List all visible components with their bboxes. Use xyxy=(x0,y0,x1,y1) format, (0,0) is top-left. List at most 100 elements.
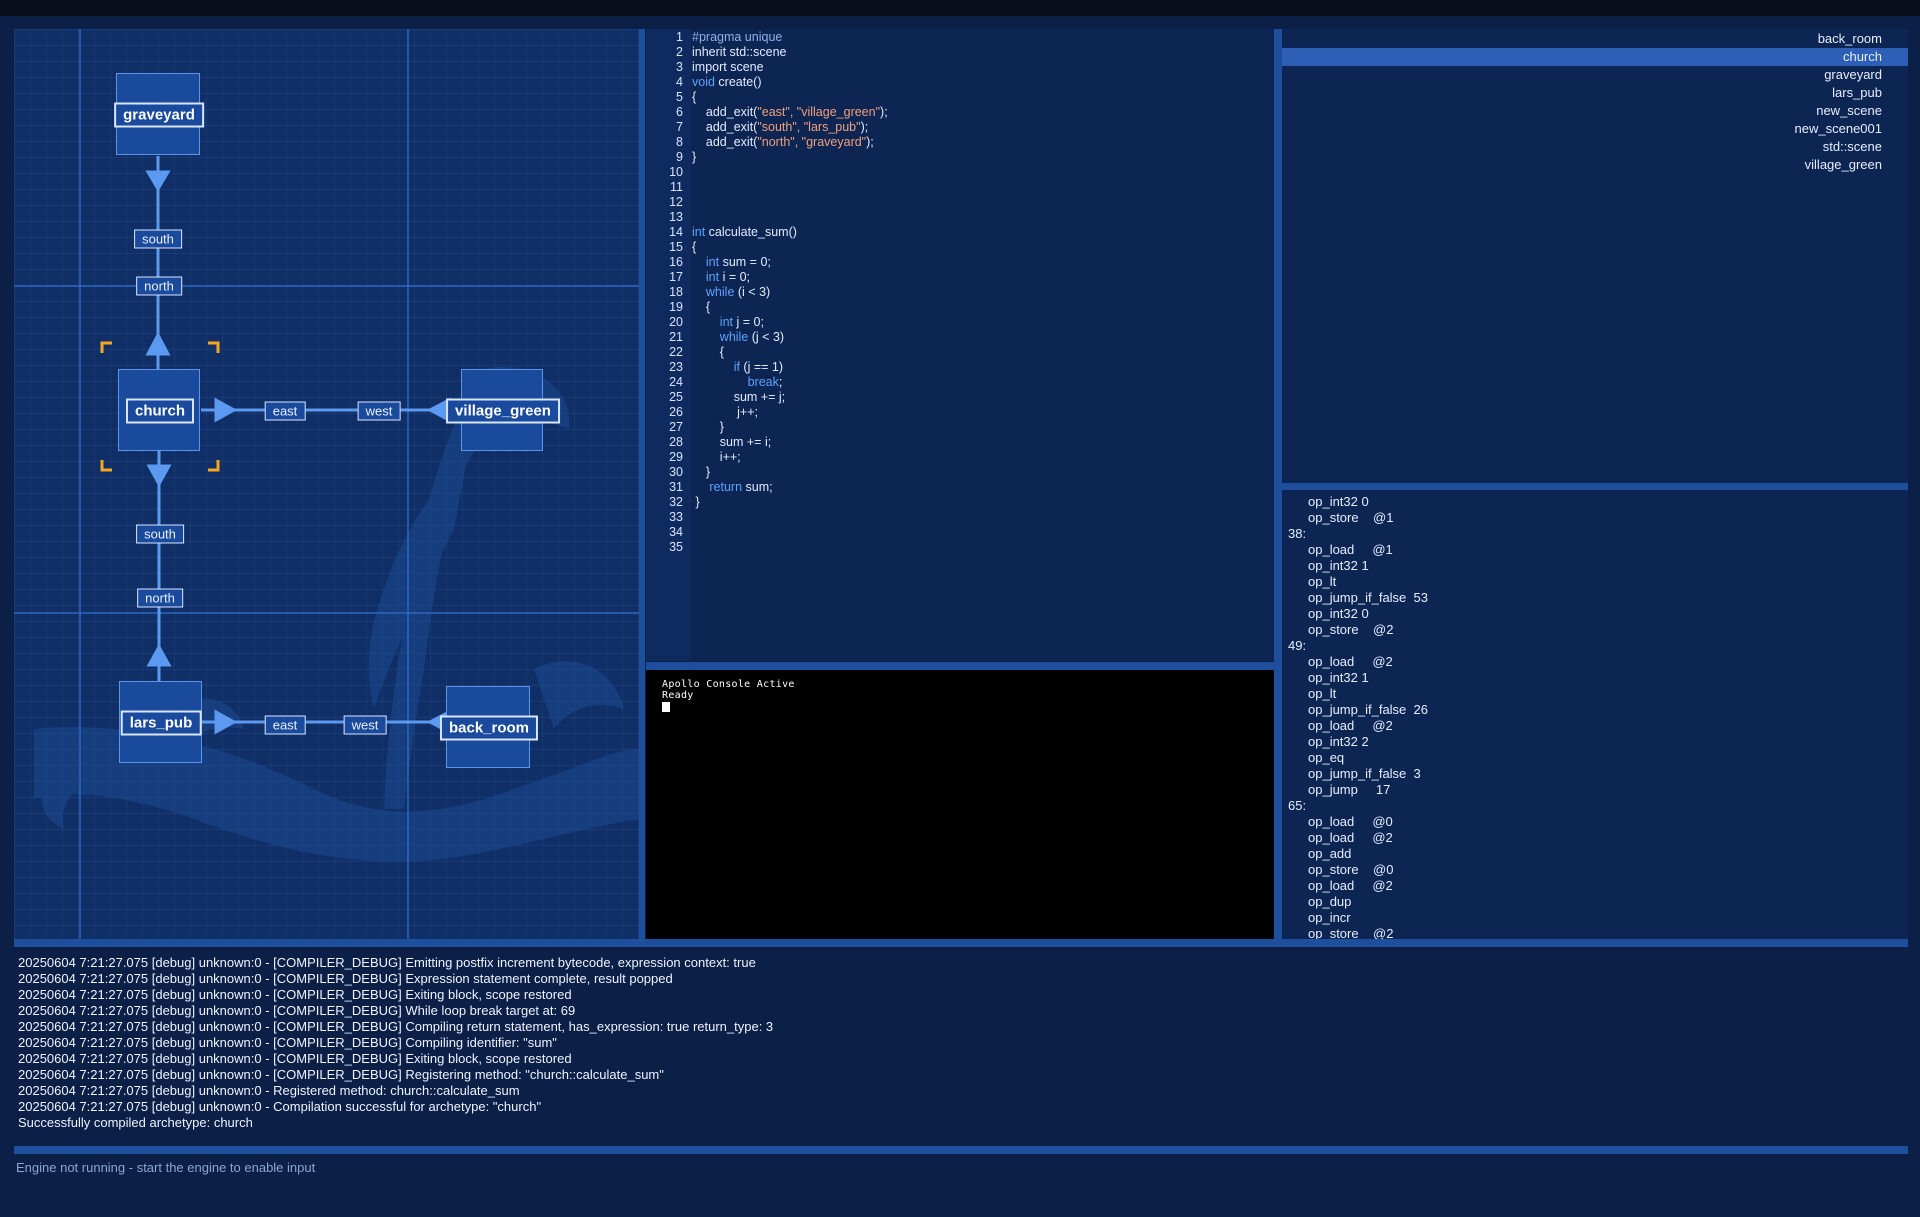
line-number: 15 xyxy=(669,240,683,254)
graph-grid-lines xyxy=(14,29,639,939)
code-token: { xyxy=(719,345,724,359)
line-number: 10 xyxy=(669,165,683,179)
code-token: ); xyxy=(866,135,874,149)
scene-node-village-green[interactable]: village_green xyxy=(446,369,560,451)
archetype-item-graveyard[interactable]: graveyard xyxy=(1824,67,1882,82)
archetype-item-lars-pub[interactable]: lars_pub xyxy=(1832,85,1882,100)
bytecode-instruction: op_eq xyxy=(1308,750,1345,765)
bytecode-instruction: op_dup xyxy=(1308,894,1352,909)
scene-node-lars-pub[interactable]: lars_pub xyxy=(119,681,202,763)
log-line: 20250604 7:21:27.075 [debug] unknown:0 -… xyxy=(18,1019,774,1034)
apollo-console[interactable]: Apollo Console Active Ready xyxy=(646,670,1274,940)
log-line: Successfully compiled archetype: church xyxy=(18,1115,253,1130)
node-label: back_room xyxy=(439,715,539,741)
splitter-horizontal-bottom[interactable] xyxy=(14,939,1908,947)
bytecode-instruction: op_store @2 xyxy=(1308,926,1394,939)
archetype-item-std-scene[interactable]: std::scene xyxy=(1822,139,1882,154)
code-line: { xyxy=(692,345,724,360)
line-number: 12 xyxy=(669,195,683,209)
console-line: Ready xyxy=(662,690,694,701)
log-line: 20250604 7:21:27.075 [debug] unknown:0 -… xyxy=(18,971,673,986)
code-token: i++; xyxy=(719,450,741,464)
code-indent xyxy=(692,270,706,284)
exit-label-north[interactable]: north xyxy=(136,276,182,296)
code-token: { xyxy=(705,300,711,314)
exit-label-west[interactable]: west xyxy=(357,401,401,421)
exit-label-west[interactable]: west xyxy=(343,715,387,735)
bytecode-instruction: op_load @2 xyxy=(1308,878,1393,893)
bytecode-instruction: op_store @2 xyxy=(1308,622,1394,637)
code-indent xyxy=(692,120,706,134)
node-label: graveyard xyxy=(114,102,204,128)
line-number: 3 xyxy=(676,60,683,74)
exit-label-north[interactable]: north xyxy=(137,588,183,608)
code-keyword: int xyxy=(719,315,733,329)
code-token: j++; xyxy=(737,405,759,419)
archetype-item-back-room[interactable]: back_room xyxy=(1817,31,1882,46)
archetype-item-new-scene001[interactable]: new_scene001 xyxy=(1794,121,1882,136)
bytecode-instruction: op_store @1 xyxy=(1308,510,1394,525)
code-line: #pragma unique xyxy=(692,30,782,45)
code-line: i++; xyxy=(692,450,741,465)
code-line: j++; xyxy=(692,405,758,420)
scene-node-church[interactable]: church xyxy=(118,369,200,451)
bytecode-instruction: op_lt xyxy=(1308,686,1337,701)
code-token: { xyxy=(692,90,697,104)
code-token: create() xyxy=(714,75,762,89)
code-line: return sum; xyxy=(692,480,772,495)
code-line: void create() xyxy=(692,75,761,90)
line-number: 35 xyxy=(669,540,683,554)
bytecode-instruction: op_int32 1 xyxy=(1308,670,1369,685)
code-token: (i < 3) xyxy=(734,285,771,299)
exit-label-south[interactable]: south xyxy=(136,524,184,544)
code-line: } xyxy=(692,465,710,480)
splitter-horizontal-right[interactable] xyxy=(1282,483,1908,490)
line-number: 2 xyxy=(676,45,683,59)
splitter-vertical-right[interactable] xyxy=(1274,29,1282,939)
exit-label-east[interactable]: east xyxy=(264,715,306,735)
bytecode-instruction: op_lt xyxy=(1308,574,1337,589)
code-line: add_exit("east", "village_green"); xyxy=(692,105,888,120)
exit-label-south[interactable]: south xyxy=(134,229,182,249)
line-number: 27 xyxy=(669,420,683,434)
code-line: int j = 0; xyxy=(692,315,764,330)
code-line: int sum = 0; xyxy=(692,255,771,270)
scene-node-back-room[interactable]: back_room xyxy=(439,686,539,768)
scene-node-graveyard[interactable]: graveyard xyxy=(114,73,204,155)
command-input[interactable]: Engine not running - start the engine to… xyxy=(14,1154,1908,1217)
bytecode-instruction: op_load @2 xyxy=(1308,830,1393,845)
log-output[interactable]: 20250604 7:21:27.075 [debug] unknown:0 -… xyxy=(14,947,1908,1146)
line-number: 11 xyxy=(670,180,683,194)
bytecode-instruction: op_int32 0 xyxy=(1308,494,1369,509)
log-line: 20250604 7:21:27.075 [debug] unknown:0 -… xyxy=(18,1035,557,1050)
code-line: int calculate_sum() xyxy=(692,225,797,240)
code-line: } xyxy=(692,495,700,510)
code-indent xyxy=(692,390,734,404)
line-number: 5 xyxy=(676,90,683,104)
scene-graph-canvas[interactable]: graveyard church village_green lars_pub … xyxy=(14,29,639,939)
exit-label-east[interactable]: east xyxy=(264,401,306,421)
input-placeholder: Engine not running - start the engine to… xyxy=(16,1160,316,1175)
archetype-item-village-green[interactable]: village_green xyxy=(1804,157,1882,172)
line-number: 26 xyxy=(669,405,683,419)
code-token: sum = 0; xyxy=(719,255,771,269)
bytecode-instruction: op_load @2 xyxy=(1308,718,1393,733)
splitter-horizontal-status[interactable] xyxy=(14,1146,1908,1154)
archetype-item-new-scene[interactable]: new_scene xyxy=(1816,103,1882,118)
code-token: add_exit( xyxy=(705,135,758,149)
bytecode-instruction: op_store @0 xyxy=(1308,862,1394,877)
console-line: Apollo Console Active xyxy=(662,679,795,690)
code-token: } xyxy=(695,495,700,509)
window-top-bar xyxy=(0,0,1920,16)
splitter-vertical-left[interactable] xyxy=(639,29,645,939)
line-number: 34 xyxy=(669,525,683,539)
line-number: 32 xyxy=(669,495,683,509)
code-token: sum += i; xyxy=(719,435,772,449)
archetype-item-church[interactable]: church xyxy=(1282,48,1908,66)
splitter-horizontal-editor[interactable] xyxy=(646,662,1274,670)
code-string: "east", "village_green" xyxy=(757,105,881,119)
